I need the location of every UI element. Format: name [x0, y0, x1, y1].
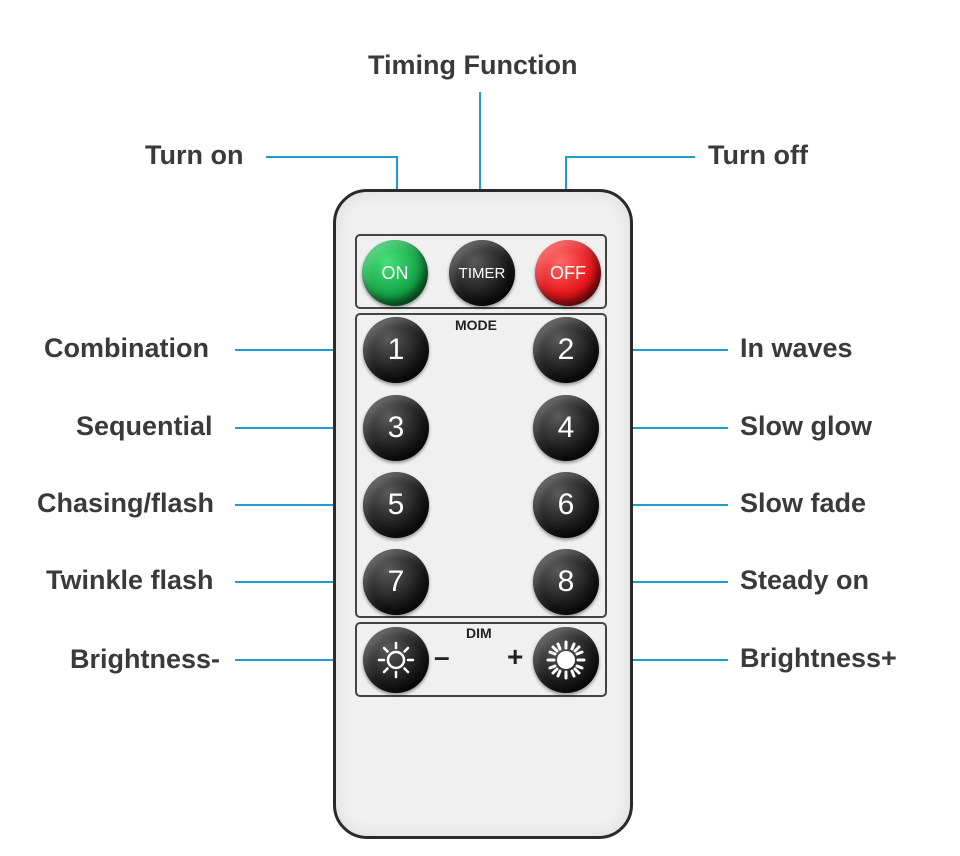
mode-button-label: 3 [388, 411, 405, 445]
timer-button-label: TIMER [459, 265, 506, 282]
sun-dim-icon [376, 640, 416, 680]
timer-button[interactable]: TIMER [449, 240, 515, 306]
brightness-up-button[interactable] [533, 627, 599, 693]
dim-title: DIM [466, 625, 492, 641]
label-turn-off: Turn off [708, 140, 808, 170]
mode-button-4[interactable]: 4 [533, 395, 599, 461]
mode-button-3[interactable]: 3 [363, 395, 429, 461]
off-button-label: OFF [550, 263, 586, 284]
label-slow-fade: Slow fade [740, 488, 866, 518]
plus-sign: + [507, 641, 523, 673]
label-brightness-minus: Brightness- [70, 644, 220, 674]
label-chasing-flash: Chasing/flash [37, 488, 214, 518]
label-brightness-plus: Brightness+ [740, 643, 897, 673]
on-button[interactable]: ON [362, 240, 428, 306]
mode-title: MODE [455, 317, 497, 333]
brightness-down-button[interactable] [363, 627, 429, 693]
mode-button-1[interactable]: 1 [363, 317, 429, 383]
label-twinkle-flash: Twinkle flash [46, 565, 214, 595]
label-steady-on: Steady on [740, 565, 869, 595]
mode-button-6[interactable]: 6 [533, 472, 599, 538]
mode-button-8[interactable]: 8 [533, 549, 599, 615]
on-button-label: ON [382, 263, 409, 284]
mode-button-label: 8 [558, 565, 575, 599]
mode-button-7[interactable]: 7 [363, 549, 429, 615]
mode-button-label: 6 [558, 488, 575, 522]
mode-button-label: 4 [558, 411, 575, 445]
minus-sign: – [434, 641, 450, 673]
label-combination: Combination [44, 333, 209, 363]
mode-button-2[interactable]: 2 [533, 317, 599, 383]
mode-button-label: 1 [388, 333, 405, 367]
mode-button-label: 7 [388, 565, 405, 599]
label-turn-on: Turn on [145, 140, 243, 170]
mode-button-5[interactable]: 5 [363, 472, 429, 538]
label-slow-glow: Slow glow [740, 411, 872, 441]
off-button[interactable]: OFF [535, 240, 601, 306]
label-timing-function: Timing Function [368, 50, 577, 80]
mode-button-label: 2 [558, 333, 575, 367]
label-in-waves: In waves [740, 333, 853, 363]
sun-bright-icon [546, 640, 586, 680]
label-sequential: Sequential [76, 411, 213, 441]
mode-button-label: 5 [388, 488, 405, 522]
